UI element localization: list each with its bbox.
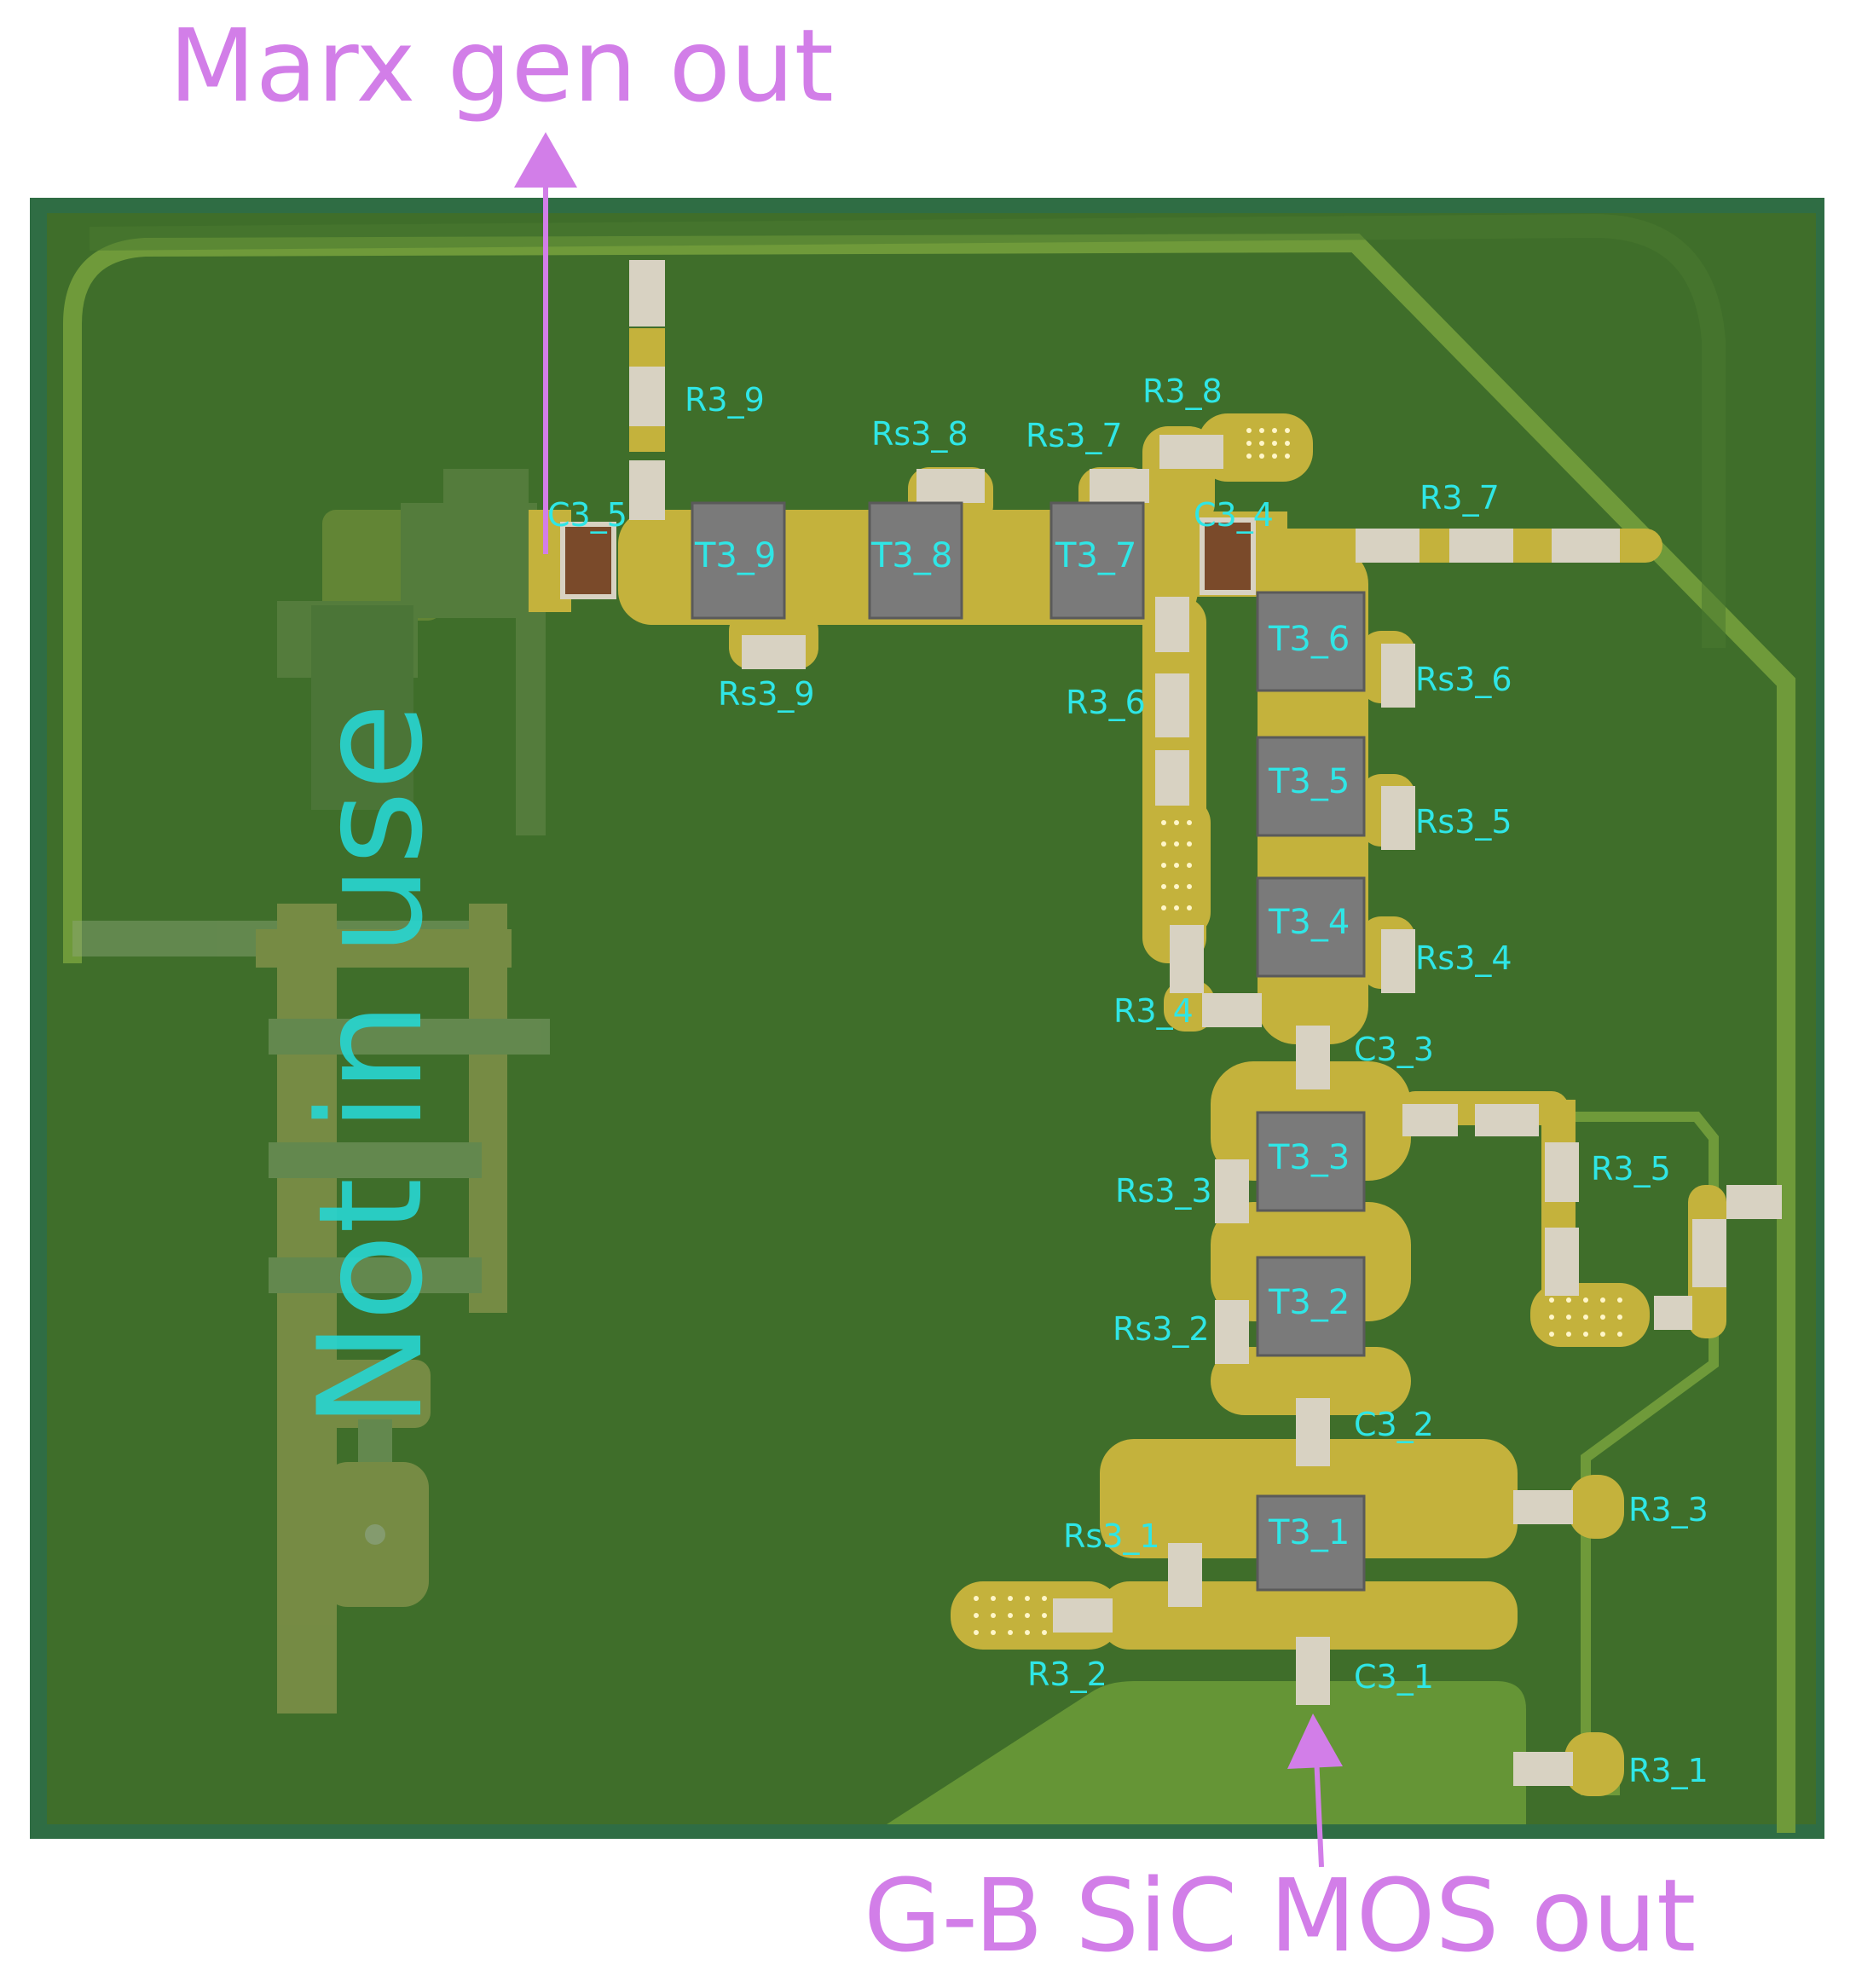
marx-gen-out-annotation: Marx gen out bbox=[169, 7, 834, 124]
arrow-marx-gen-out bbox=[514, 132, 577, 554]
ground-plane-region bbox=[887, 1681, 1526, 1824]
label-r3-9: R3_9 bbox=[685, 381, 765, 419]
transistor-label-t3-5: T3_5 bbox=[1269, 762, 1350, 801]
label-r3-8: R3_8 bbox=[1142, 373, 1223, 410]
capacitor-c35 bbox=[560, 522, 616, 599]
arrow-gb-sic-mos-out bbox=[1287, 1713, 1343, 1868]
not-in-use-watermark: Not in use bbox=[287, 702, 454, 1429]
label-r3-1: R3_1 bbox=[1628, 1752, 1709, 1789]
transistor-label-t3-2: T3_2 bbox=[1269, 1283, 1350, 1322]
transistor-label-t3-3: T3_3 bbox=[1269, 1138, 1350, 1177]
copper-bottom-block bbox=[1100, 1581, 1518, 1650]
label-r3-4: R3_4 bbox=[1113, 992, 1194, 1030]
label-rs3-6: Rs3_6 bbox=[1415, 661, 1512, 698]
via-array-r35 bbox=[1549, 1297, 1622, 1337]
unused-section bbox=[72, 469, 550, 1713]
via-array-r36 bbox=[1161, 820, 1192, 910]
copper-r38-via-pad bbox=[1198, 413, 1313, 482]
label-rs3-4: Rs3_4 bbox=[1415, 939, 1512, 977]
label-r3-2: R3_2 bbox=[1027, 1656, 1107, 1693]
label-r3-5: R3_5 bbox=[1591, 1150, 1671, 1188]
label-rs3-8: Rs3_8 bbox=[871, 415, 968, 453]
via-array-r32 bbox=[974, 1596, 1047, 1635]
transistor-label-t3-6: T3_6 bbox=[1269, 620, 1350, 659]
copper-c32-block bbox=[1211, 1347, 1411, 1415]
copper-r33-pad bbox=[1569, 1475, 1624, 1539]
via-array-r38 bbox=[1246, 428, 1290, 459]
gb-sic-mos-out-annotation: G-B SiC MOS out bbox=[864, 1857, 1697, 1974]
label-rs3-3: Rs3_3 bbox=[1115, 1172, 1212, 1210]
label-rs3-9: Rs3_9 bbox=[718, 675, 815, 713]
label-rs3-7: Rs3_7 bbox=[1026, 417, 1123, 454]
label-rs3-5: Rs3_5 bbox=[1415, 803, 1512, 841]
transistor-label-t3-9: T3_9 bbox=[695, 536, 777, 575]
transistor-label-t3-1: T3_1 bbox=[1269, 1513, 1350, 1552]
copper-r31-pad bbox=[1564, 1732, 1624, 1796]
label-c3-3: C3_3 bbox=[1354, 1031, 1434, 1068]
label-c3-5: C3_5 bbox=[547, 496, 627, 534]
label-r3-7: R3_7 bbox=[1419, 479, 1500, 517]
transistor-packages bbox=[691, 501, 1366, 1592]
capacitor-c34 bbox=[1200, 517, 1256, 595]
resistor-parts bbox=[629, 260, 1782, 1786]
label-c3-2: C3_2 bbox=[1354, 1406, 1434, 1443]
label-c3-4: C3_4 bbox=[1194, 496, 1274, 534]
transistor-label-t3-8: T3_8 bbox=[871, 536, 953, 575]
label-rs3-1: Rs3_1 bbox=[1063, 1517, 1160, 1555]
label-c3-1: C3_1 bbox=[1354, 1658, 1434, 1696]
transistor-label-t3-4: T3_4 bbox=[1269, 903, 1350, 942]
label-r3-3: R3_3 bbox=[1628, 1491, 1709, 1529]
transistor-label-t3-7: T3_7 bbox=[1055, 536, 1137, 575]
label-r3-6: R3_6 bbox=[1066, 684, 1146, 721]
outline-trace bbox=[89, 213, 1726, 648]
label-rs3-2: Rs3_2 bbox=[1113, 1310, 1210, 1348]
